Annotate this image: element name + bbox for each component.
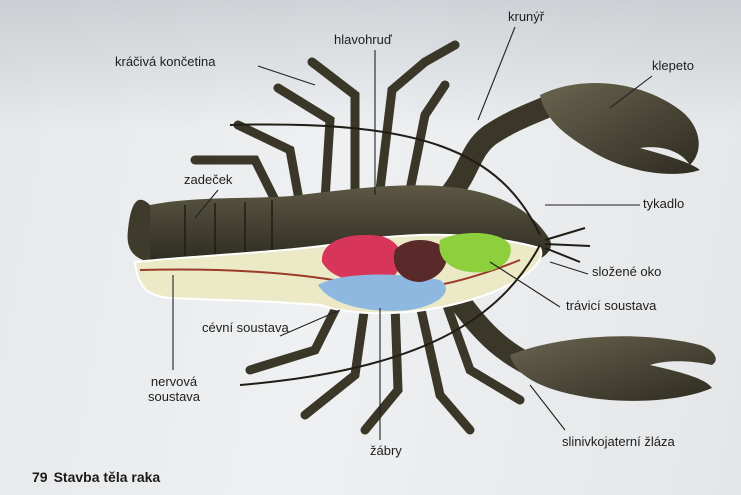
- label-circulatory-system: cévní soustava: [202, 321, 289, 336]
- figure-title: Stavba těla raka: [54, 469, 161, 485]
- label-walking-leg: kráčivá končetina: [115, 55, 215, 70]
- upper-claw: [540, 83, 700, 174]
- label-nervous-system: nervová soustava: [148, 375, 200, 405]
- figure-caption: 79 Stavba těla raka: [32, 469, 160, 485]
- upper-claw-arm: [450, 100, 560, 195]
- label-compound-eye: složené oko: [592, 265, 661, 280]
- label-claw: klepeto: [652, 59, 694, 74]
- label-antenna: tykadlo: [643, 197, 684, 212]
- figure-number: 79: [32, 469, 48, 485]
- label-gills: žábry: [370, 444, 402, 459]
- label-nervous-line2: soustava: [148, 390, 200, 405]
- walking-legs-top: [195, 45, 455, 210]
- label-nervous-line1: nervová: [148, 375, 200, 390]
- tail-fan: [128, 200, 150, 262]
- label-digestive-system: trávicí soustava: [566, 299, 656, 314]
- label-carapace: krunýř: [508, 10, 544, 25]
- label-abdomen: zadeček: [184, 173, 232, 188]
- lower-claw: [510, 336, 716, 401]
- label-hepatopancreas: slinivkojaterní žláza: [562, 435, 675, 450]
- label-cephalothorax: hlavohruď: [334, 33, 392, 48]
